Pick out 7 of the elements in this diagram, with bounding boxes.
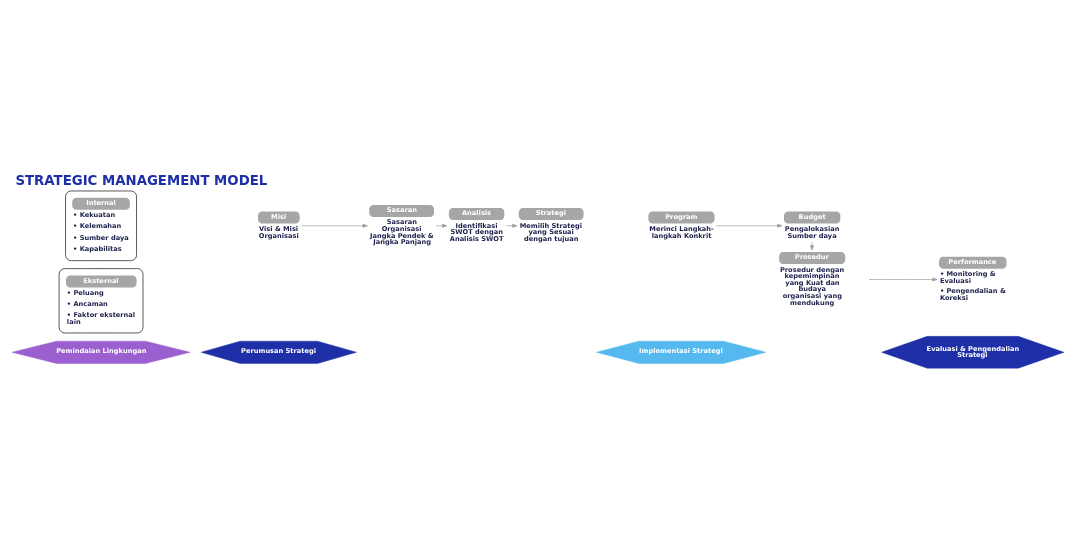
arrow: [505, 223, 518, 228]
arrow: [870, 277, 938, 282]
arrow: [435, 223, 448, 228]
arrow: [301, 223, 368, 228]
diagram-title: STRATEGIC MANAGEMENT MODEL: [15, 172, 268, 188]
arrow: [715, 223, 783, 228]
arrow: [810, 241, 814, 251]
